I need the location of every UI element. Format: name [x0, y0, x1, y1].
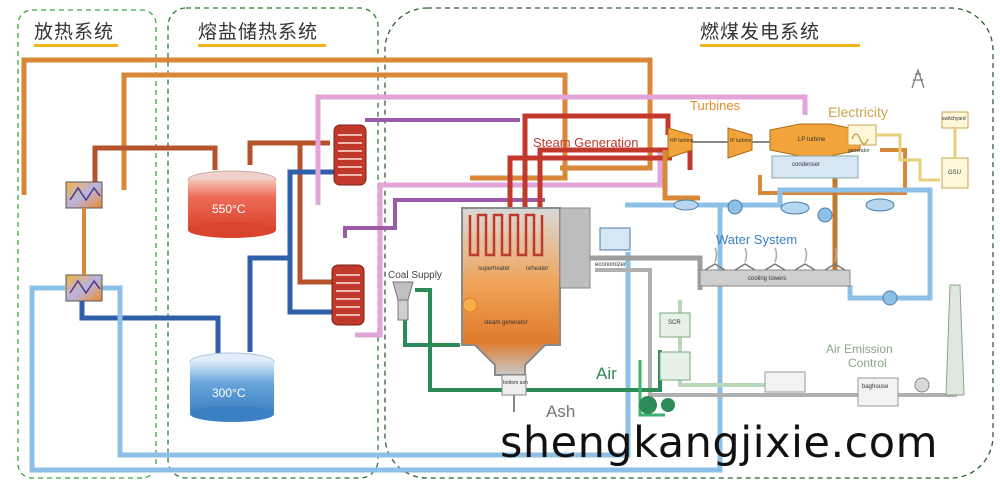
feedwater-heater-2 [780, 201, 810, 215]
turbines-label: Turbines [690, 98, 741, 113]
light-blue-pipe-bottom2 [100, 252, 631, 458]
coil-exchanger-lower [331, 264, 365, 326]
brown-pipe-hot-down [297, 143, 335, 285]
molten-salt-title-underline [198, 44, 326, 47]
blue-pipe-hx2-link [287, 258, 335, 315]
red-steam-pipe-2 [507, 155, 672, 215]
heat-release-section-border [17, 9, 157, 479]
coal-supply-unit [392, 281, 414, 321]
ip-turbine-label: IP turbine [730, 138, 752, 144]
cold-tank [189, 352, 275, 422]
coal-power-section-border [384, 7, 994, 479]
hot-tank [187, 170, 277, 238]
gsu-label: GSU [948, 170, 962, 176]
generator-label: generator [848, 148, 870, 154]
lp-turbine [769, 123, 861, 179]
pump-2 [817, 207, 833, 223]
heat-exchanger-lower [65, 274, 103, 302]
pink-pipe [315, 94, 808, 205]
feedwater-heater-3 [865, 198, 895, 212]
steam-generation-label: Steam Generation [533, 135, 639, 150]
green-air-pipe-2 [403, 300, 460, 347]
orange-pipe-inner [121, 72, 568, 190]
feedwater-heater-1 [673, 199, 699, 211]
coal-power-title: 燃煤发电系统 [700, 21, 821, 43]
brown-pipe-hx1 [92, 145, 218, 190]
heat-release-title-underline [34, 44, 118, 47]
condenser-label: condenser [792, 162, 821, 168]
molten-salt-section-border [167, 7, 379, 479]
reheater-label: reheater [526, 266, 549, 272]
watermark-text: shengkangjixie.com [500, 418, 938, 468]
orange-pipe-condenser-loop [758, 148, 907, 195]
air-emission-label: Air Emission [826, 342, 893, 356]
transmission-tower-icon [911, 68, 925, 89]
switchyard-label: switchyard [942, 116, 966, 122]
scr-label: SCR [668, 320, 681, 326]
red-steam-pipe-1 [522, 113, 671, 210]
hot-tank-temperature: 550°C [212, 202, 246, 216]
water-system-label: Water System [716, 232, 798, 247]
economizer-label: economizer [595, 262, 627, 268]
lp-turbine-label: LP turbine [798, 137, 826, 143]
purple-pipe-2 [343, 198, 545, 238]
fgd-unit [764, 371, 806, 393]
bottom-ash-label: bottom ash [503, 380, 528, 386]
coil-exchanger-upper [333, 124, 367, 186]
pump-1 [727, 199, 743, 215]
pump-3 [882, 290, 898, 306]
cold-tank-temperature: 300°C [212, 386, 246, 400]
gsu-box [941, 157, 969, 189]
cooling-towers-label: cooling towers [748, 276, 787, 282]
steam-generator-label: steam generator [484, 320, 528, 326]
baghouse-unit [857, 377, 899, 407]
light-blue-water-right [640, 187, 933, 301]
smokestack [945, 284, 965, 396]
red-steam-pipe-3 [537, 147, 693, 210]
generator-box [847, 124, 877, 146]
control-label: Control [848, 356, 887, 370]
cooling-towers [699, 247, 851, 287]
coal-supply-label: Coal Supply [388, 270, 442, 281]
hp-turbine [667, 127, 693, 159]
molten-salt-title: 熔盐储热系统 [198, 21, 319, 43]
scr-unit [659, 312, 691, 338]
orange-pipe-top [21, 57, 653, 195]
coal-power-title-underline [700, 44, 860, 47]
heat-exchanger-upper [65, 181, 103, 209]
orange-pipe-right [662, 150, 700, 201]
air-heater-unit [659, 351, 691, 381]
air-label: Air [596, 364, 617, 383]
baghouse-label: baghouse [862, 384, 889, 390]
green-air-pipe-3 [638, 360, 665, 417]
fan-icon [639, 396, 675, 414]
pump-4 [914, 377, 930, 393]
economizer-coil [599, 227, 631, 251]
brown-pipe-hot-to-hx [247, 140, 330, 165]
boiler-furnace [461, 207, 591, 376]
hp-turbine-label: HP turbine [670, 138, 694, 144]
heat-release-title: 放热系统 [34, 21, 115, 43]
ash-label: Ash [546, 402, 576, 421]
ash-hopper [501, 374, 527, 412]
pink-pipe-lower [355, 150, 663, 338]
burner-flame [462, 297, 478, 313]
blue-pipe-cold-to-hx2 [79, 300, 221, 355]
ip-turbine [727, 127, 753, 159]
superheater-label: superheater [478, 266, 511, 272]
electricity-line [876, 133, 940, 182]
electricity-label: Electricity [828, 104, 888, 120]
